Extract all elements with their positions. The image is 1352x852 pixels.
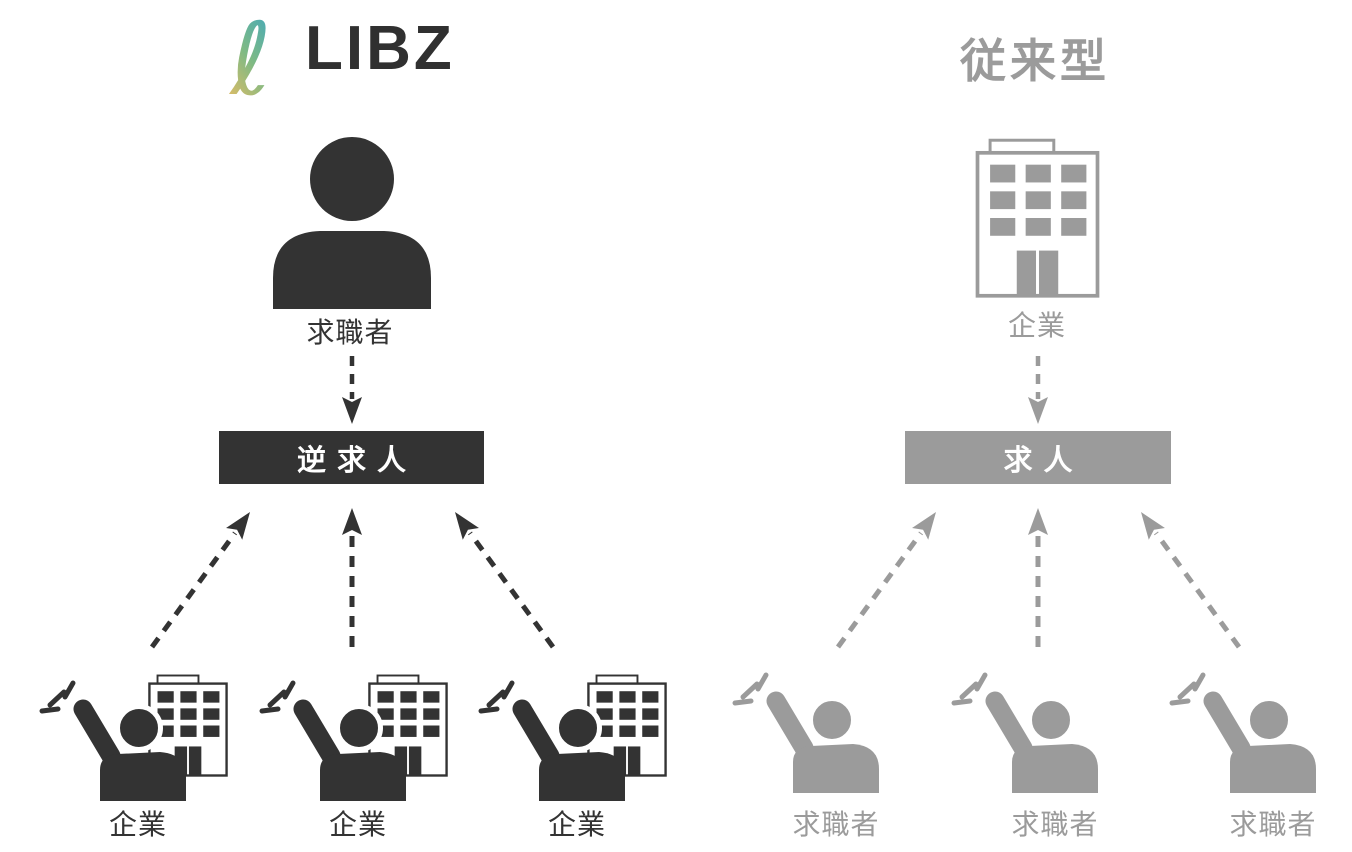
- job-posting-banner: 求人: [905, 431, 1171, 484]
- company-label: 企業: [547, 809, 607, 840]
- arrowhead-up-left-icon: [455, 512, 479, 540]
- svg-text:ℓ: ℓ: [228, 10, 271, 102]
- traditional-title: 従来型: [960, 35, 1110, 87]
- company-label: 企業: [108, 809, 168, 840]
- arrowhead-up-left-icon: [1141, 512, 1165, 540]
- arrowhead-up-right-icon: [226, 512, 250, 540]
- reverse-job-posting-label: 逆求人: [296, 444, 418, 477]
- job-seeker-label: 求職者: [1011, 809, 1099, 840]
- arrowhead-up-right-icon: [912, 512, 936, 540]
- arrowhead-down-icon: [342, 397, 362, 424]
- libz-logo-text: LIBZ: [305, 14, 455, 83]
- reverse-job-posting-banner: 逆求人: [219, 431, 484, 484]
- arrowhead-up-icon: [1028, 508, 1048, 535]
- job-seeker-label: 求職者: [1229, 809, 1317, 840]
- arrowhead-down-icon: [1028, 397, 1048, 424]
- arrow-company1-to-reverse-posting: [149, 531, 238, 649]
- company-label: 企業: [328, 809, 388, 840]
- job-seeker-label: 求職者: [306, 317, 394, 348]
- company-label: 企業: [1007, 310, 1067, 341]
- libz-logo-mark-icon: ℓ: [228, 10, 271, 102]
- arrow-company3-to-reverse-posting: [467, 531, 556, 649]
- arrow-seeker1-to-posting: [835, 531, 924, 649]
- job-seeker-label: 求職者: [792, 809, 880, 840]
- arrow-seeker3-to-posting: [1153, 531, 1242, 649]
- arrowhead-up-icon: [342, 508, 362, 535]
- job-posting-label: 求人: [1003, 444, 1084, 477]
